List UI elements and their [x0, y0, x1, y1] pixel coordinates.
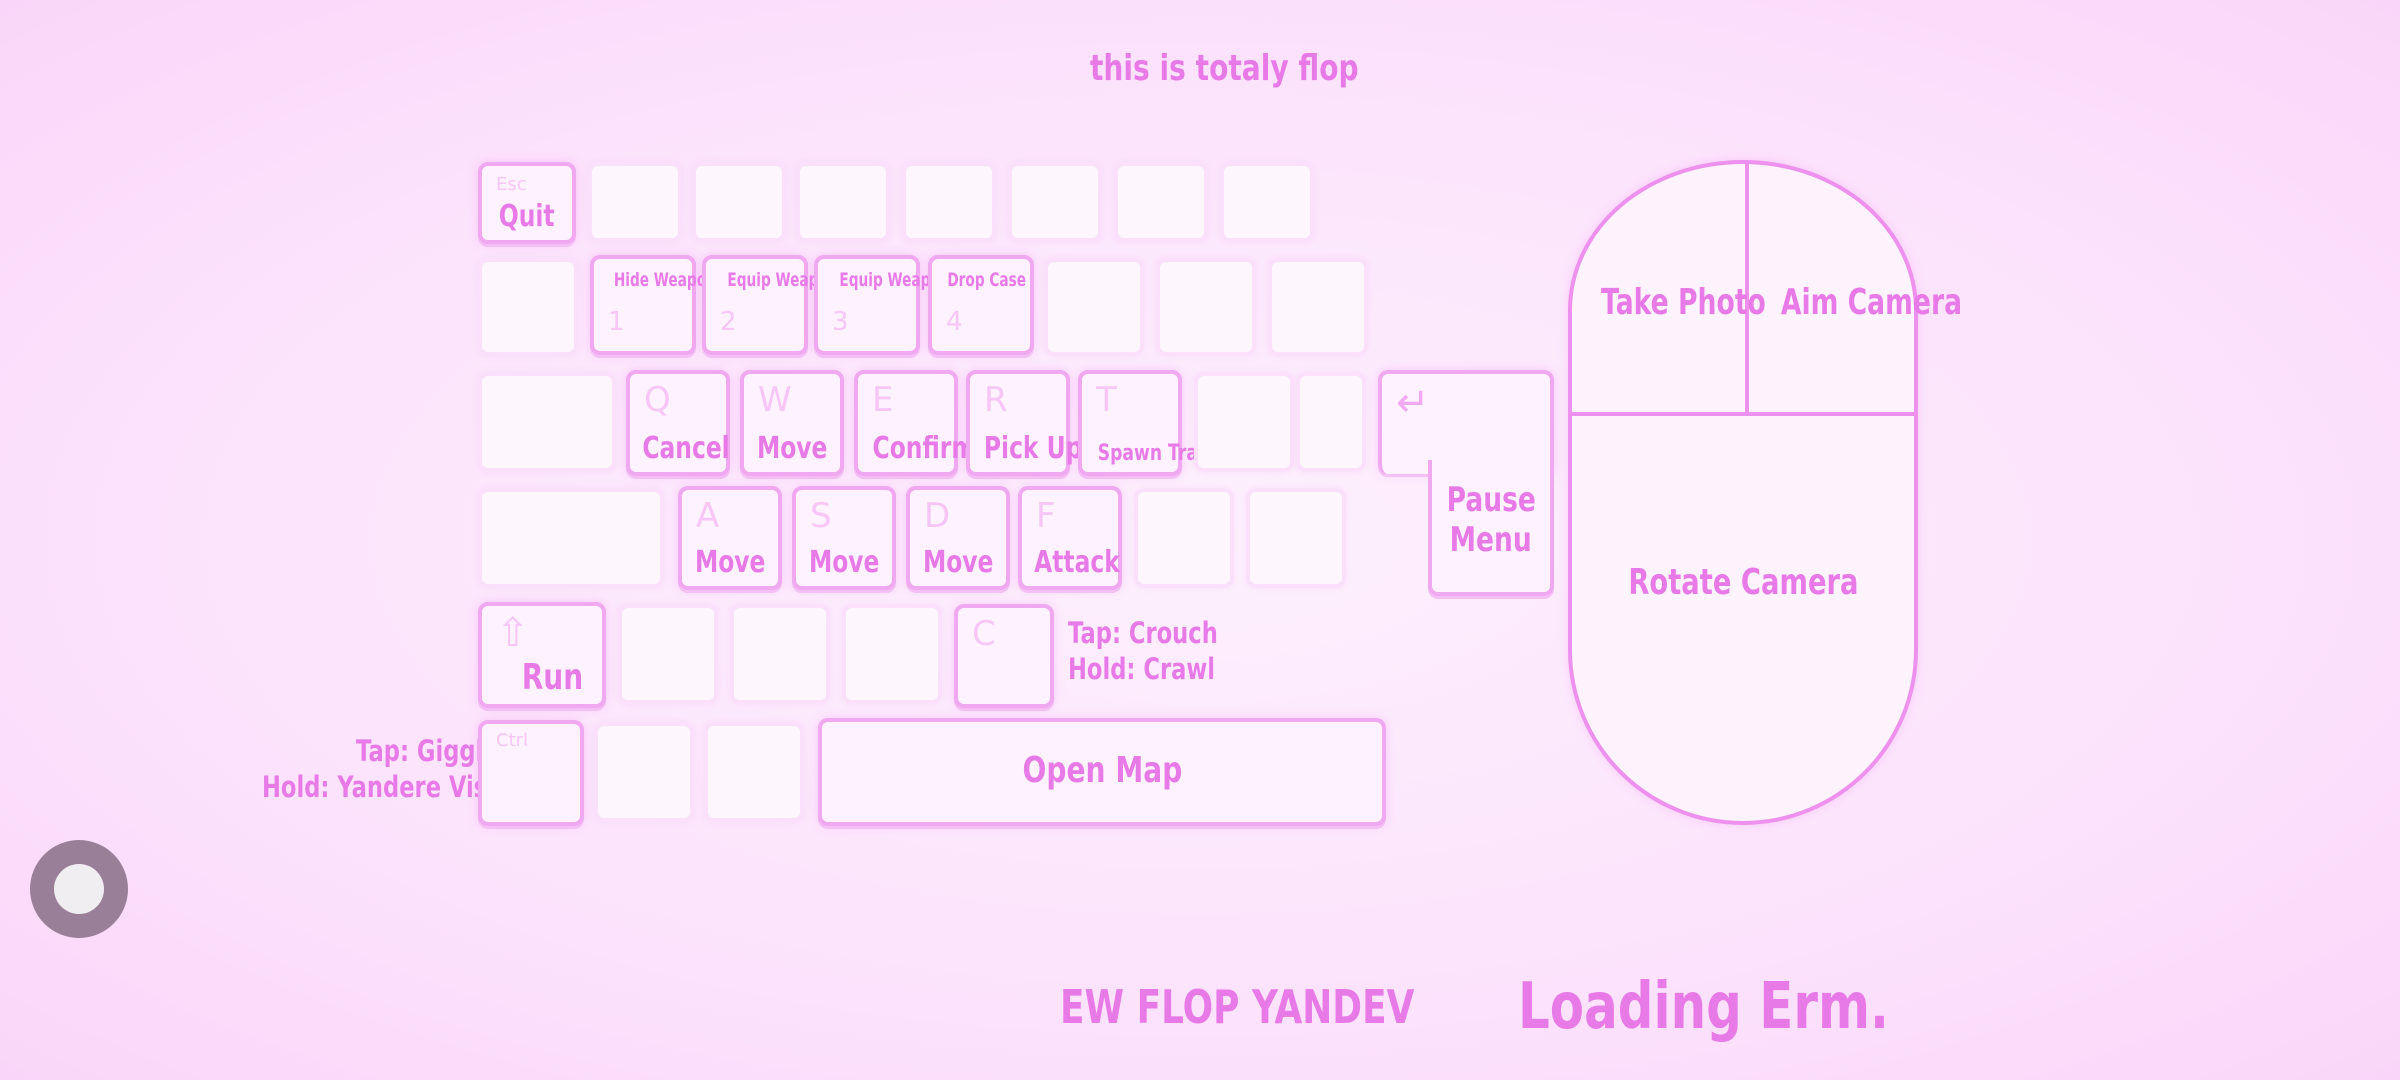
key-1: Hide Weapon 1	[590, 255, 716, 355]
key-f-action: Attack	[1034, 545, 1120, 580]
key-4-glyph: 4	[946, 307, 963, 337]
loading-text: Loading Erm.	[1518, 970, 1889, 1044]
key-shift: ⇧ Run	[478, 602, 606, 708]
key-e: E Confirm	[854, 370, 976, 476]
key-3: Equip Weapon 3	[814, 255, 950, 355]
key-c-glyph: C	[972, 614, 996, 654]
key-e-glyph: E	[872, 380, 894, 420]
key-2: Equip Weapon 2	[702, 255, 838, 355]
key-f3	[796, 162, 890, 242]
mouse-right-label: Aim Camera	[1780, 282, 1963, 323]
key-r-glyph: R	[984, 380, 1008, 420]
key-q-glyph: Q	[644, 380, 671, 420]
esc-action: Quit	[499, 199, 555, 234]
key-w: W Move	[740, 370, 844, 476]
mouse-diagram: Take Photo Aim Camera Rotate Camera	[1568, 160, 1962, 825]
assistive-touch-icon	[54, 864, 104, 914]
key-u	[1296, 372, 1366, 472]
space-action: Open Map	[1022, 750, 1182, 791]
key-s: S Move	[792, 486, 896, 590]
key-h	[1246, 488, 1346, 588]
key-6	[1156, 258, 1256, 356]
key-2-action: Equip Weapon	[727, 269, 838, 291]
key-2-glyph: 2	[720, 307, 737, 337]
ctrl-glyph: Ctrl	[496, 730, 529, 751]
key-s-glyph: S	[810, 496, 832, 536]
key-f6	[1114, 162, 1208, 242]
c-hold-label: Hold: Crawl	[1068, 652, 1216, 686]
key-enter-top: ↵	[1378, 370, 1554, 474]
enter-action-line1: Pause	[1446, 480, 1536, 520]
ctrl-tap-label: Tap: Giggle	[356, 734, 499, 768]
key-s-action: Move	[808, 545, 880, 580]
key-a-glyph: A	[696, 496, 720, 536]
key-esc: Esc Quit	[478, 162, 576, 244]
key-caps	[478, 488, 664, 588]
mouse-divider-vertical	[1745, 164, 1749, 416]
key-t-action: Spawn Trail	[1097, 441, 1210, 466]
key-d-glyph: D	[924, 496, 951, 536]
key-q-action: Cancel	[642, 431, 730, 466]
key-e-action: Confirm	[872, 431, 976, 466]
key-w-action: Move	[756, 431, 828, 466]
shift-action: Run	[521, 657, 584, 698]
key-f-glyph: F	[1036, 496, 1056, 536]
shift-icon: ⇧	[496, 610, 530, 656]
key-r-action: Pick Up	[983, 431, 1083, 466]
key-f5	[1008, 162, 1102, 242]
mouse-divider-horizontal	[1572, 412, 1914, 416]
key-f2	[692, 162, 786, 242]
key-a: A Move	[678, 486, 782, 590]
key-q: Q Cancel	[626, 370, 730, 476]
enter-action-line2: Menu	[1449, 520, 1533, 560]
header-text: this is totaly flop	[1090, 48, 1359, 89]
key-x	[730, 604, 830, 704]
key-r: R Pick Up	[966, 370, 1082, 476]
key-t-glyph: T	[1096, 380, 1117, 420]
key-y	[1194, 372, 1294, 472]
mouse-left-label: Take Photo	[1600, 282, 1766, 323]
assistive-touch-button[interactable]	[30, 840, 128, 938]
key-3-action: Equip Weapon	[839, 269, 950, 291]
key-z	[618, 604, 718, 704]
key-d-action: Move	[922, 545, 994, 580]
esc-glyph: Esc	[496, 174, 527, 195]
key-a-action: Move	[694, 545, 766, 580]
key-alt	[704, 722, 804, 822]
key-v	[842, 604, 942, 704]
key-5	[1044, 258, 1144, 356]
key-enter: Pause Menu	[1428, 460, 1554, 596]
key-f1	[588, 162, 682, 242]
key-win	[594, 722, 694, 822]
key-tab	[478, 372, 616, 472]
key-c: C	[954, 604, 1054, 708]
key-f4	[902, 162, 996, 242]
key-4: Drop Case 4	[928, 255, 1034, 355]
footer-left-text: EW FLOP YANDEV	[1060, 980, 1415, 1034]
enter-icon: ↵	[1396, 380, 1430, 426]
key-4-action: Drop Case	[947, 269, 1027, 291]
c-tap-label: Tap: Crouch	[1068, 616, 1218, 650]
key-7	[1268, 258, 1368, 356]
key-3-glyph: 3	[832, 307, 849, 337]
key-1-glyph: 1	[608, 307, 625, 337]
key-w-glyph: W	[758, 380, 792, 420]
key-g	[1134, 488, 1234, 588]
key-tilde	[478, 258, 578, 356]
key-space: Open Map	[818, 718, 1386, 826]
key-f7	[1220, 162, 1314, 242]
key-f: F Attack	[1018, 486, 1122, 590]
mouse-body-label: Rotate Camera	[1627, 562, 1859, 603]
key-d: D Move	[906, 486, 1010, 590]
key-1-action: Hide Weapon	[613, 269, 716, 291]
key-t: T Spawn Trail	[1078, 370, 1210, 476]
key-ctrl: Ctrl	[478, 720, 584, 826]
